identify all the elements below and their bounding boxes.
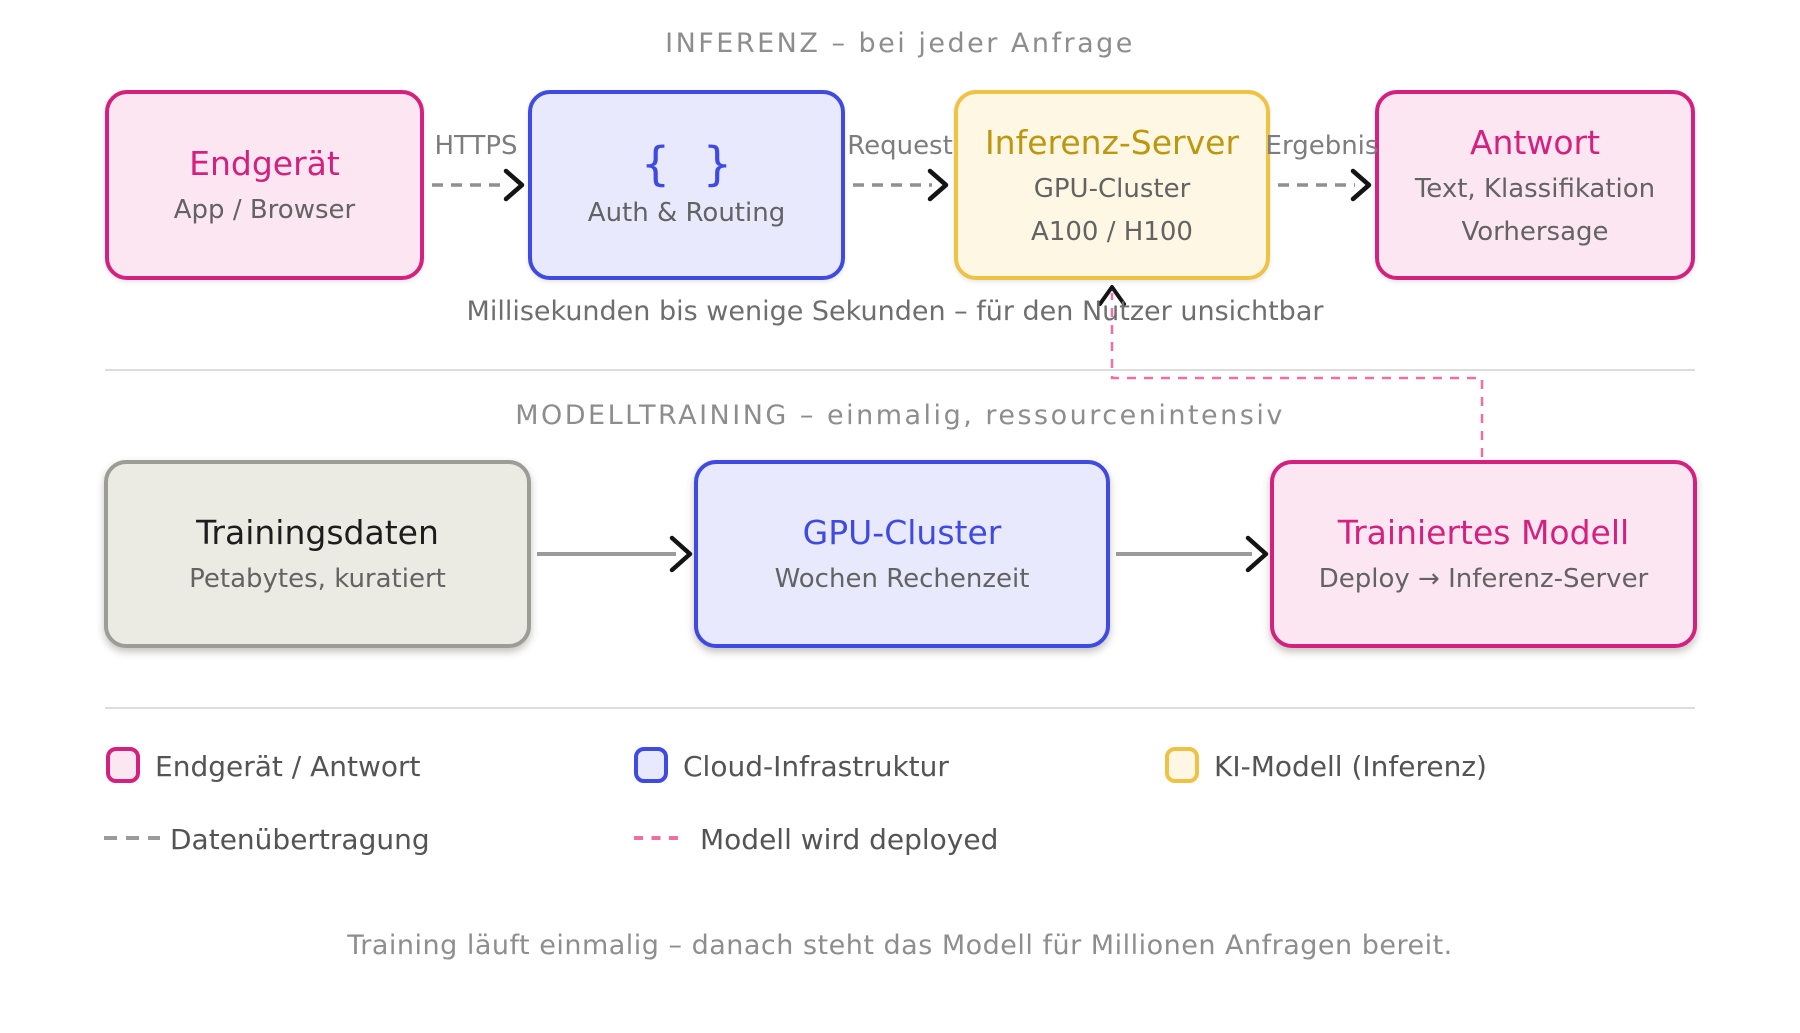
- legend-label-cloud-infrastruktur: Cloud-Infrastruktur: [683, 750, 949, 783]
- legend-swatch-endgeraet-antwort: [106, 747, 140, 783]
- https-arrow: [432, 168, 525, 202]
- arrow-label-https: HTTPS: [434, 131, 518, 161]
- node-gpu-cluster-title: GPU-Cluster: [802, 513, 1002, 553]
- node-endgeraet-subtitle: App / Browser: [173, 195, 356, 226]
- node-antwort-line2: Vorhersage: [1461, 216, 1609, 247]
- braces-icon: { }: [640, 136, 733, 191]
- node-gpu-cluster-subtitle: Wochen Rechenzeit: [774, 564, 1030, 595]
- legend-label-endgeraet-antwort: Endgerät / Antwort: [155, 750, 421, 783]
- inference-section-title: INFERENZ – bei jeder Anfrage: [665, 28, 1135, 59]
- node-gpu-cluster: GPU-Cluster Wochen Rechenzeit: [694, 460, 1110, 648]
- node-antwort-line1: Text, Klassifikation: [1414, 173, 1656, 204]
- node-auth-routing-subtitle: Auth & Routing: [587, 197, 786, 228]
- arrow-label-request: Request: [847, 131, 953, 161]
- node-inferenz-server-title: Inferenz-Server: [984, 122, 1240, 162]
- node-endgeraet-title: Endgerät: [189, 144, 340, 184]
- training-arrow-2: [1116, 535, 1269, 573]
- node-trainingsdaten-subtitle: Petabytes, kuratiert: [189, 564, 446, 595]
- node-trainingsdaten: Trainingsdaten Petabytes, kuratiert: [104, 460, 531, 648]
- node-antwort: Antwort Text, Klassifikation Vorhersage: [1375, 90, 1695, 280]
- ergebnis-arrow: [1278, 168, 1372, 202]
- legend-label-ki-modell: KI-Modell (Inferenz): [1214, 750, 1487, 783]
- node-auth-routing: { } Auth & Routing: [528, 90, 845, 280]
- legend-swatch-ki-modell: [1165, 747, 1199, 783]
- training-arrow-1: [537, 535, 693, 573]
- node-trainingsdaten-title: Trainingsdaten: [196, 513, 439, 553]
- request-arrow: [853, 168, 949, 202]
- node-antwort-title: Antwort: [1469, 122, 1601, 162]
- footer-note: Training läuft einmalig – danach steht d…: [347, 930, 1453, 961]
- node-inferenz-server: Inferenz-Server GPU-Cluster A100 / H100: [954, 90, 1270, 280]
- node-inferenz-server-line1: GPU-Cluster: [1033, 173, 1191, 204]
- node-endgeraet: Endgerät App / Browser: [105, 90, 424, 280]
- node-trainiertes-modell-title: Trainiertes Modell: [1337, 513, 1630, 553]
- node-inferenz-server-line2: A100 / H100: [1031, 216, 1193, 247]
- legend-swatch-cloud-infrastruktur: [634, 747, 668, 783]
- node-trainiertes-modell: Trainiertes Modell Deploy → Inferenz-Ser…: [1270, 460, 1697, 648]
- legend-label-modell-deployed: Modell wird deployed: [700, 823, 999, 856]
- training-section-title: MODELLTRAINING – einmalig, ressourcenint…: [515, 400, 1285, 431]
- node-trainiertes-modell-subtitle: Deploy → Inferenz-Server: [1318, 564, 1649, 595]
- inference-latency-note: Millisekunden bis wenige Sekunden – für …: [466, 296, 1324, 327]
- arrow-label-ergebnis: Ergebnis: [1265, 131, 1379, 161]
- legend-label-datenuebertragung: Datenübertragung: [170, 823, 430, 856]
